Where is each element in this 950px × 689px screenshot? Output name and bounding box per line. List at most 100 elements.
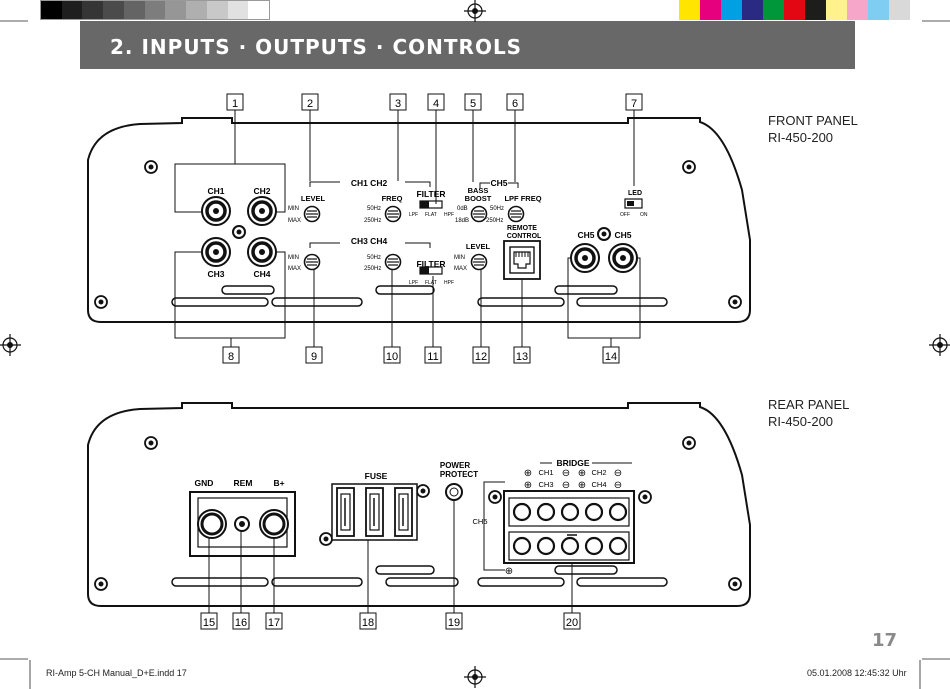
label-ch4: CH4 (253, 269, 270, 279)
label-lpf-freq: LPF FREQ (504, 194, 541, 203)
color-swatch-bar (679, 0, 910, 20)
bass-boost-knob[interactable] (470, 205, 488, 223)
gray-swatch-4 (103, 1, 124, 19)
footer-file-info: RI-Amp 5-CH Manual_D+E.indd 17 (46, 668, 187, 678)
label-0db: 0dB (457, 206, 468, 212)
rear-leader-lines (208, 500, 573, 613)
label-remote: REMOTE (507, 225, 537, 232)
label-minus-1: ⊖ (562, 468, 570, 479)
gray-swatch-5 (123, 1, 145, 19)
front-panel-caption: FRONT PANEL RI-450-200 (768, 112, 858, 146)
label-ch5-controls: CH5 (490, 178, 507, 188)
ch5-bracket (483, 481, 505, 571)
speaker-screw-bottom-5[interactable] (608, 536, 628, 556)
label-level-ch5: LEVEL (466, 242, 491, 251)
speaker-screw-top-3[interactable] (560, 502, 580, 522)
rca-ground-dot (236, 229, 242, 235)
label-bass: BASS (468, 186, 489, 195)
color-swatch-5 (763, 0, 784, 20)
label-min-1: MIN (288, 206, 299, 212)
label-plus-1: ⊕ (524, 468, 532, 479)
color-swatch-7 (805, 0, 826, 20)
remote-control-jack[interactable] (503, 240, 541, 280)
level-knob-ch1-ch2[interactable] (303, 205, 321, 223)
rear-panel-caption-line2: RI-450-200 (768, 414, 834, 429)
label-ch3-bridge: CH3 (538, 480, 553, 489)
label-level-1: LEVEL (301, 194, 326, 203)
label-min-ch5: MIN (454, 255, 465, 261)
fuse-block (331, 483, 418, 541)
speaker-screw-top-2[interactable] (536, 502, 556, 522)
gray-swatch-1 (41, 1, 62, 19)
label-ch2: CH2 (253, 186, 270, 196)
label-ch4-bridge: CH4 (591, 480, 606, 489)
color-swatch-8 (826, 0, 847, 20)
fuse-1[interactable] (336, 487, 355, 537)
speaker-screw-bottom-1[interactable] (512, 536, 532, 556)
speaker-terminal-block (503, 490, 635, 564)
callout-8: 8 (228, 351, 234, 363)
front-panel-vents (171, 285, 668, 307)
gray-swatch-7 (165, 1, 187, 19)
callout-13: 13 (516, 351, 528, 363)
rear-panel-vents (171, 565, 668, 587)
label-hpf-1: HPF (444, 212, 454, 218)
label-lpf-1: LPF (409, 212, 418, 218)
speaker-screw-top-4[interactable] (584, 502, 604, 522)
speaker-screw-bottom-2[interactable] (536, 536, 556, 556)
section-title: 2. INPUTS · OUTPUTS · CONTROLS (110, 35, 523, 59)
callout-7: 7 (631, 98, 637, 110)
level-knob-ch3-ch4[interactable] (303, 253, 321, 271)
callout-20: 20 (566, 617, 578, 629)
rca-input-group (200, 195, 278, 268)
speaker-screw-top-5[interactable] (608, 502, 628, 522)
power-terminal-block (189, 491, 296, 557)
front-panel-caption-line1: FRONT PANEL (768, 113, 858, 128)
speaker-screw-bottom-3[interactable] (560, 536, 580, 556)
front-leader-lines-bottom (174, 251, 641, 347)
rca-input-ch2[interactable] (246, 195, 278, 227)
color-swatch-11 (889, 0, 910, 20)
rca-input-ch5-right[interactable] (607, 242, 639, 274)
lpf-freq-knob[interactable] (507, 205, 525, 223)
rca-input-ch3[interactable] (200, 236, 232, 268)
registration-mark-left (0, 333, 22, 357)
callout-16: 16 (235, 617, 247, 629)
callout-10: 10 (386, 351, 398, 363)
freq-knob-ch3-ch4[interactable] (384, 253, 402, 271)
callout-5: 5 (470, 98, 476, 110)
label-control: CONTROL (507, 233, 542, 240)
callout-2: 2 (307, 98, 313, 110)
speaker-screw-bottom-4[interactable] (584, 536, 604, 556)
callout-9: 9 (311, 351, 317, 363)
callout-3: 3 (395, 98, 401, 110)
label-50hz-1: 50Hz (367, 206, 381, 212)
label-protect: PROTECT (440, 470, 478, 479)
label-ch3-ch4: CH3 CH4 (351, 236, 388, 246)
label-minus-3: ⊖ (562, 480, 570, 491)
callout-19: 19 (448, 617, 460, 629)
color-swatch-10 (868, 0, 889, 20)
rca-input-ch4[interactable] (246, 236, 278, 268)
label-led-off: OFF (620, 212, 630, 218)
speaker-screw-top-1[interactable] (512, 502, 532, 522)
registration-mark-top (463, 0, 487, 23)
label-flat-2: FLAT (425, 280, 437, 286)
label-flat-1: FLAT (425, 212, 437, 218)
rca-input-ch1[interactable] (200, 195, 232, 227)
callout-1: 1 (232, 98, 238, 110)
gray-swatch-10 (227, 1, 249, 19)
rca-input-ch5-left[interactable] (569, 242, 601, 274)
color-swatch-9 (847, 0, 868, 20)
label-250hz-1: 250Hz (364, 218, 381, 224)
freq-knob-ch1-ch2[interactable] (384, 205, 402, 223)
fuse-3[interactable] (394, 487, 413, 537)
callout-11: 11 (427, 351, 438, 363)
label-plus-4: ⊕ (578, 480, 586, 491)
front-callouts-bottom (222, 346, 620, 364)
label-max-ch5: MAX (454, 266, 467, 272)
level-knob-ch5[interactable] (470, 253, 488, 271)
fuse-2[interactable] (365, 487, 384, 537)
color-swatch-1 (679, 0, 700, 20)
